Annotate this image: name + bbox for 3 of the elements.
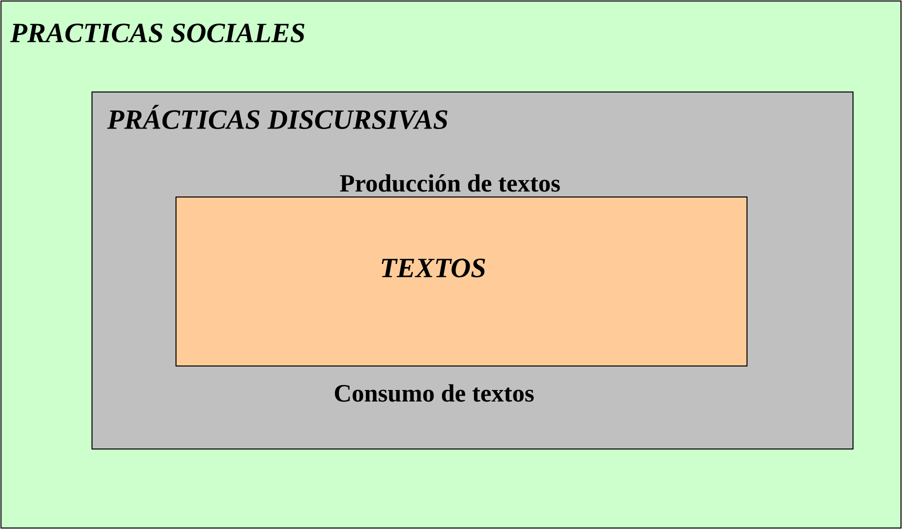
labeled-box: TEXTOS [176,196,748,366]
box-caption: Producción de textos [340,174,560,192]
box-caption: Consumo de textos [334,384,534,402]
